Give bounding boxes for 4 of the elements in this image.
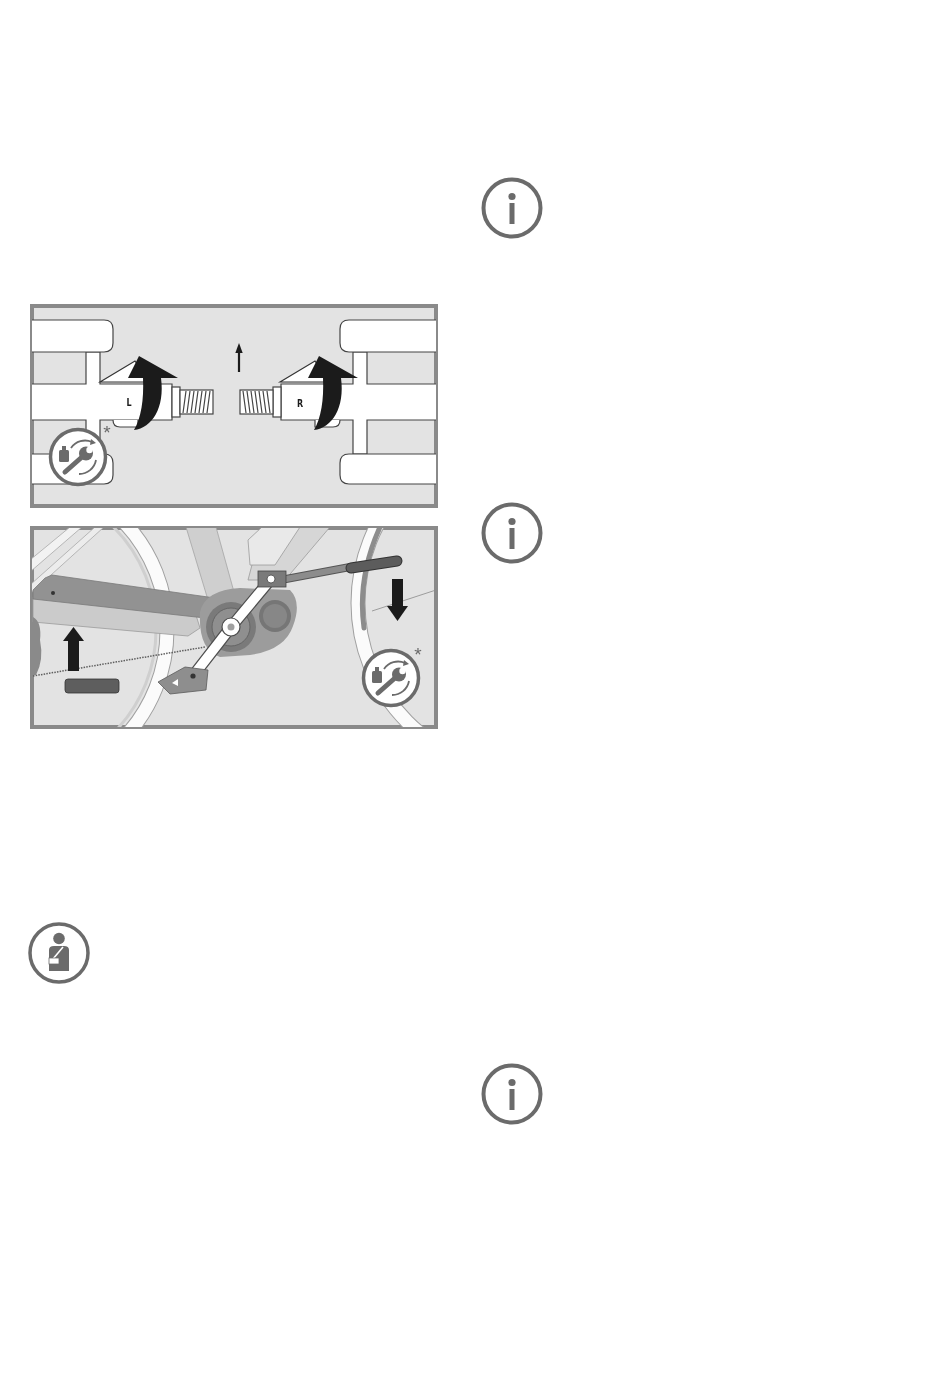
footnote-asterisk: * — [414, 644, 422, 664]
side-letter: L — [126, 398, 132, 408]
side-letter: R — [296, 399, 304, 409]
footnote-asterisk: * — [103, 422, 111, 442]
